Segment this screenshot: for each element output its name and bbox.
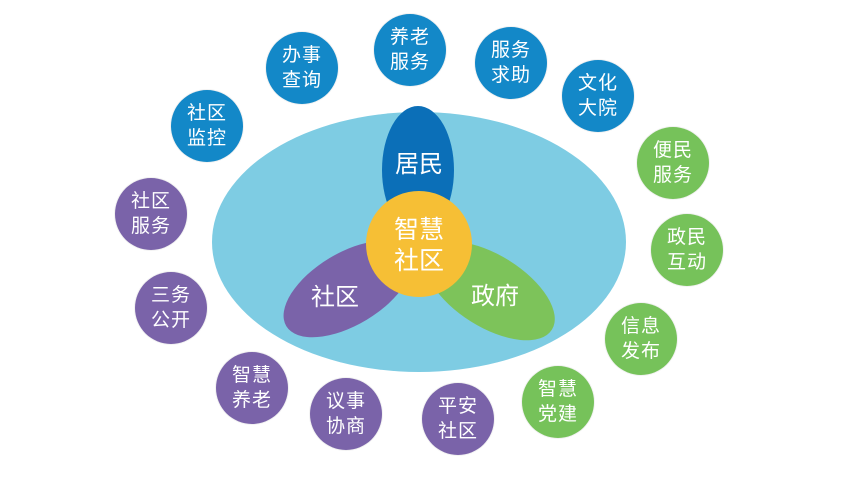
- service-bubble: 服务 求助: [475, 27, 547, 99]
- service-bubble: 智慧 党建: [522, 366, 594, 438]
- petal-resident-label: 居民: [395, 150, 443, 178]
- service-label: 智慧 养老: [231, 364, 272, 411]
- center-label: 智慧 社区: [393, 215, 444, 275]
- service-label: 社区 服务: [130, 190, 171, 237]
- service-bubble: 政民 互动: [651, 214, 723, 286]
- service-bubble: 议事 协商: [310, 378, 382, 450]
- service-label: 议事 协商: [325, 390, 366, 437]
- service-bubble: 养老 服务: [374, 14, 446, 86]
- service-bubble: 智慧 养老: [216, 352, 288, 424]
- service-label: 政民 互动: [666, 226, 707, 273]
- service-bubble: 社区 服务: [115, 178, 187, 250]
- service-label: 三务 公开: [150, 284, 191, 331]
- service-bubble: 便民 服务: [637, 127, 709, 199]
- service-bubble: 三务 公开: [135, 272, 207, 344]
- service-label: 养老 服务: [389, 26, 430, 73]
- service-label: 信息 发布: [620, 315, 661, 362]
- service-bubble: 文化 大院: [562, 60, 634, 132]
- service-bubble: 办事 查询: [266, 32, 338, 104]
- petal-community-label: 社区: [311, 283, 359, 311]
- service-label: 社区 监控: [186, 102, 227, 149]
- service-label: 服务 求助: [490, 39, 531, 86]
- service-label: 文化 大院: [577, 72, 618, 119]
- service-label: 便民 服务: [652, 139, 693, 186]
- center-circle: [366, 191, 472, 297]
- service-label: 智慧 党建: [537, 378, 578, 425]
- service-bubble: 信息 发布: [605, 303, 677, 375]
- service-bubble: 平安 社区: [422, 383, 494, 455]
- service-bubble: 社区 监控: [171, 90, 243, 162]
- petal-government-label: 政府: [471, 282, 519, 310]
- service-label: 平安 社区: [437, 395, 478, 442]
- service-label: 办事 查询: [281, 44, 322, 91]
